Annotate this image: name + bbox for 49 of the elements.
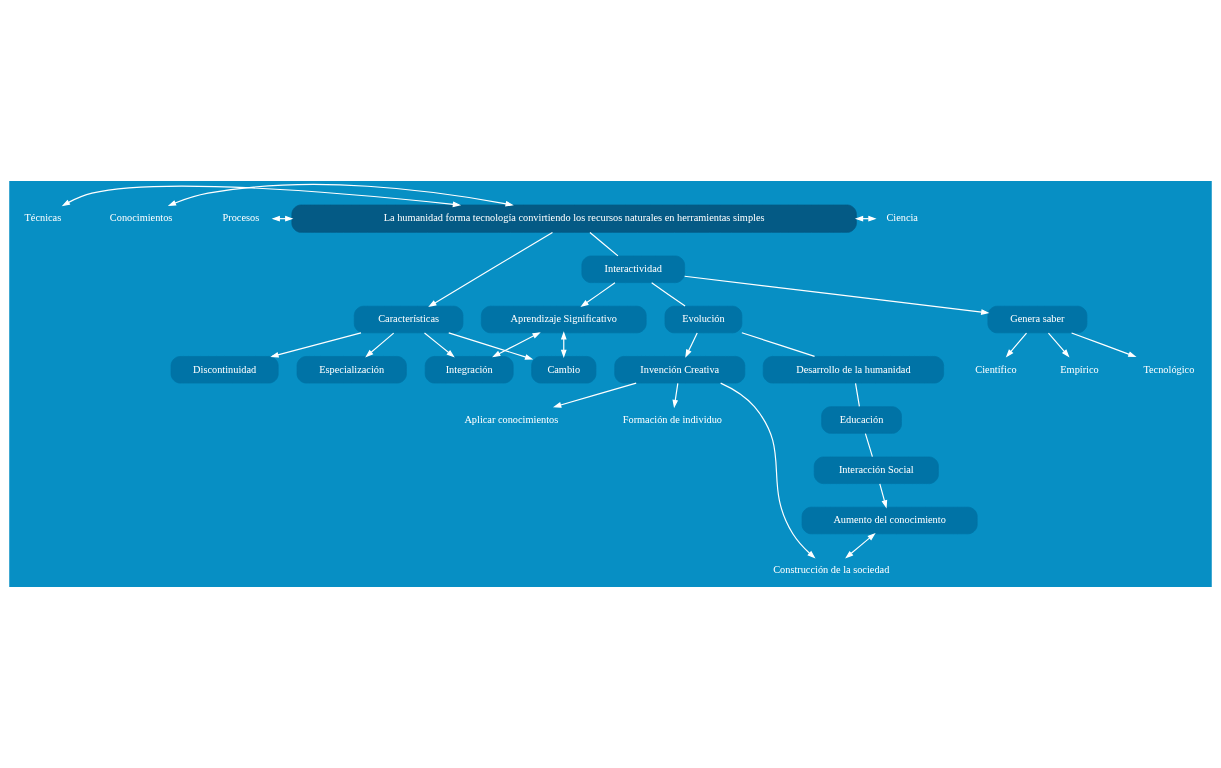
arrow: [1071, 332, 1137, 358]
connector: [864, 432, 873, 458]
node-box: Integración: [424, 356, 514, 384]
arrow: [685, 332, 698, 358]
arrow: [270, 332, 362, 358]
arrow: [61, 185, 462, 208]
node-box: Discontinuidad: [170, 356, 279, 384]
connector: [651, 282, 686, 307]
arrow: [879, 483, 888, 509]
node-box: Invención Creativa: [614, 356, 746, 384]
node-box: Educación: [821, 406, 902, 434]
node-text: Aplicar conocimientos: [464, 413, 559, 425]
arrow: [365, 332, 395, 358]
arrow: [492, 332, 541, 358]
arrow: [428, 231, 554, 308]
node-text: Construcción de la sociedad: [773, 564, 890, 576]
node-box: Especialización: [296, 356, 407, 384]
arrow: [672, 382, 679, 409]
node-box: Interacción Social: [813, 456, 939, 484]
arrow: [553, 382, 637, 408]
node-box: La humanidad forma tecnología convirtiendo los recursos naturales en herramientas simples: [291, 204, 857, 233]
arrow: [448, 332, 534, 360]
arrow: [580, 282, 616, 308]
arrow: [845, 532, 876, 559]
node-box: Interactividad: [581, 255, 685, 283]
node-box: Características: [353, 305, 464, 334]
node-text: Conocimientos: [109, 212, 173, 224]
node-text: Tecnológico: [1143, 363, 1195, 375]
arrow: [1047, 332, 1070, 358]
arrow: [720, 382, 816, 559]
node-box: Evolución: [664, 305, 743, 334]
node-text: Procesos: [222, 212, 260, 224]
arrow: [167, 183, 514, 207]
node-text: Formación de individuo: [622, 413, 723, 425]
node-text: Científico: [975, 363, 1017, 375]
connector: [854, 382, 860, 407]
arrow: [1005, 332, 1028, 358]
node-box: Genera saber: [987, 305, 1088, 334]
node-box: Aumento del conocimiento: [801, 506, 978, 535]
connector: [589, 232, 619, 257]
arrow: [684, 275, 990, 315]
arrow: [423, 332, 455, 358]
node-box: Aprendizaje Significativo: [481, 305, 647, 334]
node-box: Cambio: [531, 356, 597, 384]
connector: [741, 332, 816, 357]
node-text: Empírico: [1060, 363, 1099, 375]
node-text: Técnicas: [24, 212, 62, 224]
node-box: Desarrollo de la humanidad: [762, 356, 944, 384]
node-text: Ciencia: [886, 212, 918, 224]
